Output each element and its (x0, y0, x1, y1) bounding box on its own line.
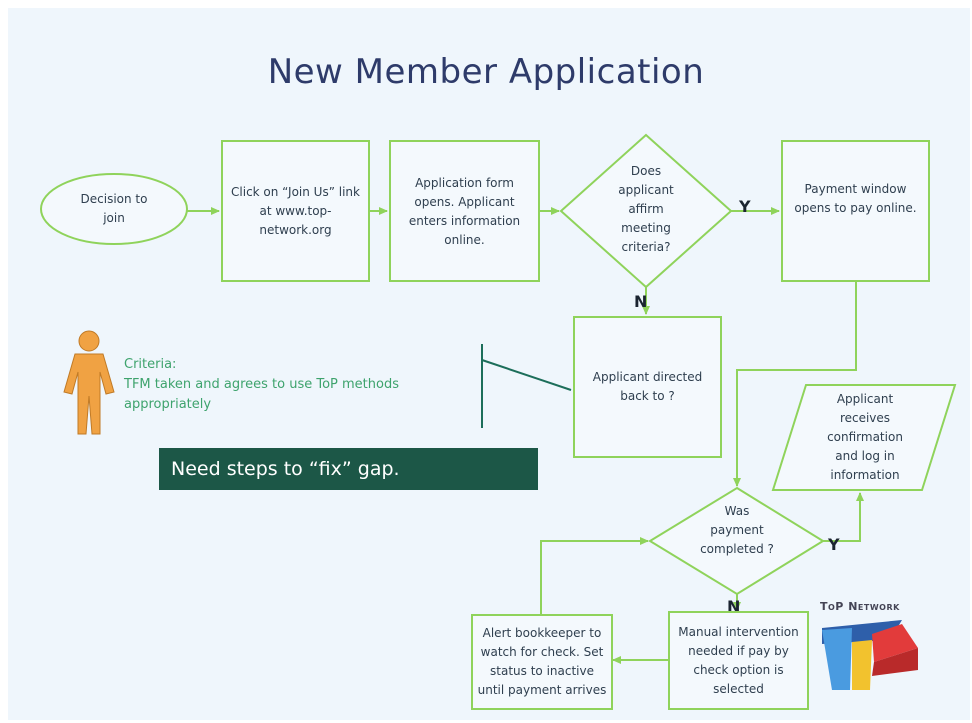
page-title: New Member Application (267, 52, 705, 92)
criteria-callout: Criteria: TFM taken and agrees to use To… (124, 355, 454, 415)
node-payment-decision: Was payment completed ? (700, 504, 774, 556)
gap-banner: Need steps to “fix” gap. (159, 448, 538, 490)
node-manual-intervention-label: Manual intervention needed if pay by che… (678, 624, 799, 696)
criteria-text: TFM taken and agrees to use ToP methods … (124, 377, 399, 412)
slide-background (8, 8, 970, 720)
node-directed-back-label: Applicant directed back to ? (592, 370, 703, 403)
callout-pointer (481, 359, 572, 391)
confirmation-parallelogram (771, 384, 957, 491)
node-criteria-decision: Does applicant affirm meeting criteria? (618, 164, 674, 254)
person-icon (63, 330, 115, 435)
top-network-logo-icon (822, 620, 918, 690)
edge-payment-yes (823, 492, 864, 542)
node-start: Decision to join (80, 192, 148, 225)
logo-text: ToP Network (820, 600, 900, 613)
node-application-form: Application form opens. Applicant enters… (389, 140, 540, 282)
node-confirmation: Applicant receives confirmation and log … (827, 392, 903, 482)
edge-payment-window-to-payment-check (733, 282, 857, 487)
node-directed-back: Applicant directed back to ? (573, 316, 722, 458)
node-join-link-label: Click on “Join Us” link at www.top-netwo… (231, 184, 360, 237)
edge-alert-to-payment-check (540, 537, 649, 614)
node-payment-window: Payment window opens to pay online. (781, 140, 930, 282)
node-alert-bookkeeper-label: Alert bookkeeper to watch for check. Set… (477, 626, 607, 697)
label-criteria-yes: Y (739, 197, 751, 216)
node-payment-window-label: Payment window opens to pay online. (794, 182, 917, 215)
node-alert-bookkeeper: Alert bookkeeper to watch for check. Set… (471, 614, 613, 710)
label-payment-yes: Y (828, 535, 840, 554)
node-join-link: Click on “Join Us” link at www.top-netwo… (221, 140, 370, 282)
node-manual-intervention: Manual intervention needed if pay by che… (668, 611, 809, 710)
criteria-heading: Criteria: (124, 357, 177, 372)
start-ellipse (40, 173, 188, 245)
node-application-form-label: Application form opens. Applicant enters… (408, 176, 521, 247)
label-criteria-no: N (634, 292, 648, 311)
